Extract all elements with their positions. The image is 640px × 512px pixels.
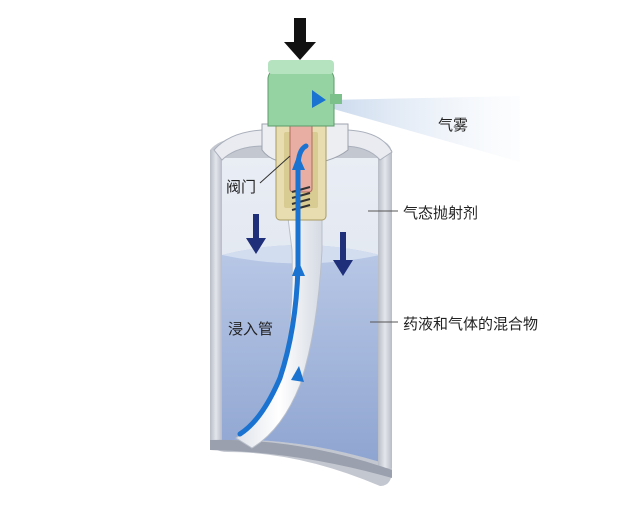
flow-arrow-1: [291, 366, 304, 382]
propellant-label: 气态抛射剂: [403, 204, 479, 222]
mist-label: 气雾: [438, 116, 469, 134]
pressure-arrow-right-shaft: [340, 232, 346, 262]
press-arrow-shaft: [294, 18, 306, 44]
pressure-arrow-left-shaft: [253, 214, 259, 240]
flow-arrow-2: [292, 260, 305, 276]
can-right-wall: [378, 150, 392, 468]
mixture-label: 药液和气体的混合物: [403, 315, 539, 333]
flow-arrow-3: [292, 154, 305, 170]
can-bottom: [210, 439, 392, 478]
press-arrow-head: [284, 42, 316, 60]
flow-path: [237, 143, 309, 437]
leader-valve: [259, 155, 291, 184]
valve-spring: [291, 186, 311, 211]
mist-spray: [328, 96, 520, 162]
flow-arrow-4: [312, 90, 326, 108]
valve-label: 阀门: [226, 178, 257, 196]
can-left-wall: [210, 150, 222, 445]
pressure-arrow-right-head: [333, 260, 353, 276]
pressure-arrow-left-head: [246, 238, 266, 254]
dip-tube-label: 浸入管: [228, 320, 274, 338]
